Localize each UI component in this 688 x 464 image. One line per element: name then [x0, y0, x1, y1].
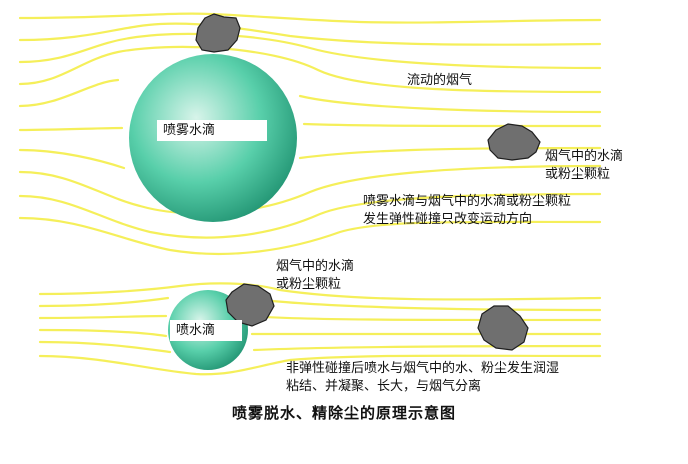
right-dust-particle	[487, 123, 541, 161]
streamline	[38, 296, 602, 312]
top-particle-label-2: 或粉尘颗粒	[545, 167, 611, 182]
top-explanation-line2: 发生弹性碰撞只改变运动方向	[363, 212, 533, 227]
bottom-contact-particle	[225, 283, 275, 327]
streamline	[18, 32, 602, 70]
streamline	[38, 340, 602, 354]
bottom-particle-label-2: 或粉尘颗粒	[276, 277, 342, 292]
bottom-particle-label-1: 烟气中的水滴	[276, 259, 355, 274]
streamline	[18, 216, 602, 256]
streamline	[38, 354, 602, 376]
bottom-droplet-label: 喷水滴	[170, 320, 242, 341]
streamline	[38, 314, 602, 322]
bottom-streamlines	[38, 282, 602, 376]
streamline	[18, 78, 602, 114]
top-dust-particle	[195, 13, 241, 53]
streamline	[18, 22, 602, 46]
diagram-caption: 喷雾脱水、精除尘的原理示意图	[231, 404, 456, 422]
top-explanation-line1: 喷雾水滴与烟气中的水滴或粉尘颗粒	[363, 194, 572, 209]
streamline	[18, 164, 602, 215]
top-droplet-label: 喷雾水滴	[157, 120, 267, 141]
top-particle-label-1: 烟气中的水滴	[545, 149, 624, 164]
streamline	[18, 45, 602, 94]
bottom-dust-particle	[477, 305, 529, 351]
bottom-explanation-line1: 非弹性碰撞后喷水与烟气中的水、粉尘发生润湿	[286, 361, 560, 376]
streamline	[18, 122, 602, 132]
streamline	[18, 12, 602, 24]
top-streamlines	[18, 12, 602, 256]
bottom-explanation-line2: 粘结、并凝聚、长大，与烟气分离	[286, 379, 482, 394]
streamline	[18, 146, 602, 170]
streamline	[18, 192, 602, 239]
flue-gas-label: 流动的烟气	[407, 73, 473, 88]
